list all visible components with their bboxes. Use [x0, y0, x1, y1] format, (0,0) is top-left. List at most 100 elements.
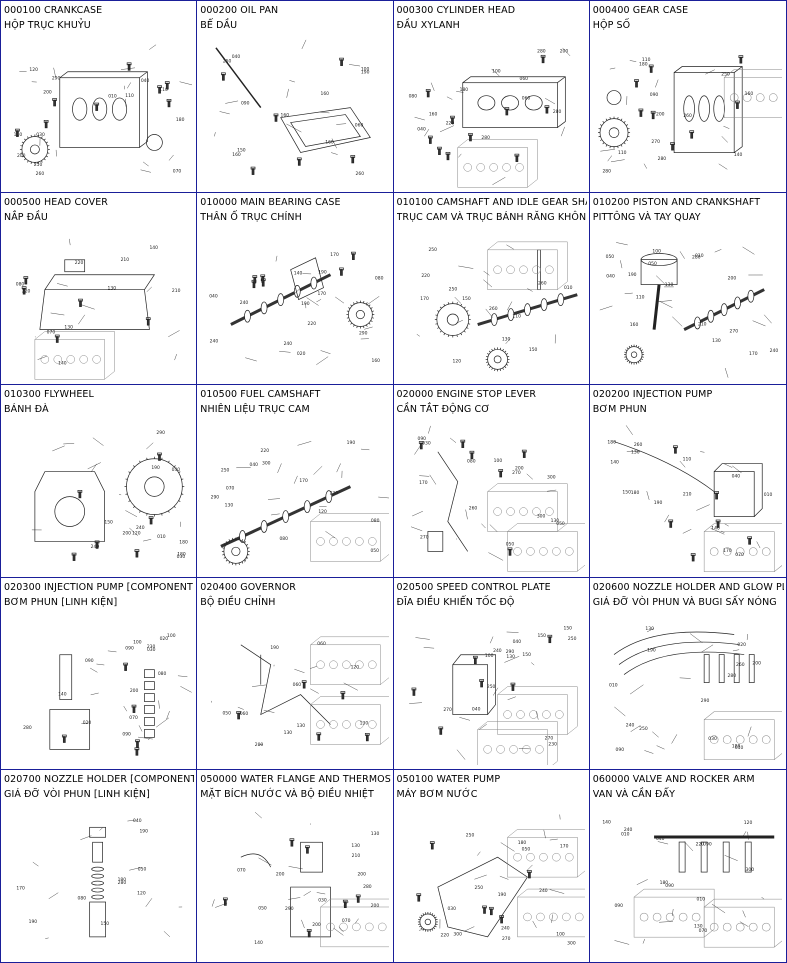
- svg-text:190: 190: [654, 501, 663, 507]
- part-vi-label: GIÁ ĐỠ VÒI PHUN [LINH KIỆN]: [4, 788, 150, 800]
- part-code-label: 010200 PISTON AND CRANKSHAFT: [592, 197, 761, 209]
- svg-text:280: 280: [727, 673, 736, 679]
- part-code-label: 000200 OIL PAN: [200, 5, 279, 16]
- svg-text:050: 050: [258, 905, 267, 911]
- svg-text:170: 170: [331, 252, 340, 258]
- part-vi-label: BỂ DẦU: [200, 20, 238, 31]
- svg-text:130: 130: [64, 325, 73, 331]
- part-code-label: 010500 FUEL CAMSHAFT: [200, 389, 321, 401]
- svg-text:130: 130: [664, 282, 673, 288]
- part-code-label: 010100 CAMSHAFT AND IDLE GEAR SHA: [396, 197, 587, 209]
- svg-text:250: 250: [448, 287, 457, 293]
- svg-text:170: 170: [419, 480, 428, 486]
- svg-text:080: 080: [375, 276, 384, 282]
- part-vi-label: GIÁ ĐỠ VÒI PHUN VÀ BUGI SẤY NÓNG: [592, 596, 777, 608]
- svg-text:250: 250: [221, 468, 230, 474]
- svg-text:290: 290: [359, 331, 368, 337]
- svg-text:170: 170: [749, 351, 758, 357]
- svg-text:220: 220: [695, 841, 704, 847]
- svg-text:300: 300: [745, 867, 754, 873]
- svg-text:140: 140: [711, 526, 720, 532]
- svg-text:030: 030: [147, 646, 156, 652]
- part-tile-9[interactable]: 010500 FUEL CAMSHAFT NHIÊN LIỆU TRỤC CAM 0…: [197, 385, 394, 578]
- part-vi-label: HỘP TRỤC KHUỶU: [4, 20, 91, 31]
- svg-text:270: 270: [544, 735, 553, 741]
- svg-text:040: 040: [250, 462, 259, 468]
- svg-text:130: 130: [501, 337, 510, 343]
- svg-text:100: 100: [652, 249, 661, 255]
- part-vi-label: MÁY BƠM NƯỚC: [396, 788, 478, 800]
- svg-text:150: 150: [104, 520, 113, 526]
- part-vi-label: NHIÊN LIỆU TRỤC CAM: [200, 404, 310, 416]
- svg-text:200: 200: [43, 89, 52, 95]
- svg-text:220: 220: [22, 289, 31, 295]
- svg-text:290: 290: [285, 906, 294, 912]
- svg-text:220: 220: [445, 120, 454, 126]
- svg-text:020: 020: [737, 642, 746, 648]
- svg-text:080: 080: [280, 537, 289, 543]
- svg-text:270: 270: [729, 329, 738, 335]
- svg-text:200: 200: [727, 276, 736, 282]
- svg-text:270: 270: [651, 139, 660, 145]
- svg-text:190: 190: [139, 828, 148, 834]
- svg-text:040: 040: [606, 274, 615, 280]
- svg-text:150: 150: [522, 652, 531, 658]
- svg-text:130: 130: [712, 338, 721, 344]
- svg-text:140: 140: [733, 152, 742, 158]
- svg-text:280: 280: [602, 168, 611, 174]
- svg-text:060: 060: [521, 96, 530, 102]
- svg-text:030: 030: [177, 555, 186, 561]
- part-code-label: 000500 HEAD COVER: [4, 197, 109, 209]
- svg-text:190: 190: [497, 892, 506, 898]
- svg-text:110: 110: [512, 313, 521, 319]
- svg-text:150: 150: [537, 632, 546, 638]
- svg-text:120: 120: [29, 67, 38, 73]
- svg-text:170: 170: [300, 478, 309, 484]
- svg-text:300: 300: [547, 475, 556, 481]
